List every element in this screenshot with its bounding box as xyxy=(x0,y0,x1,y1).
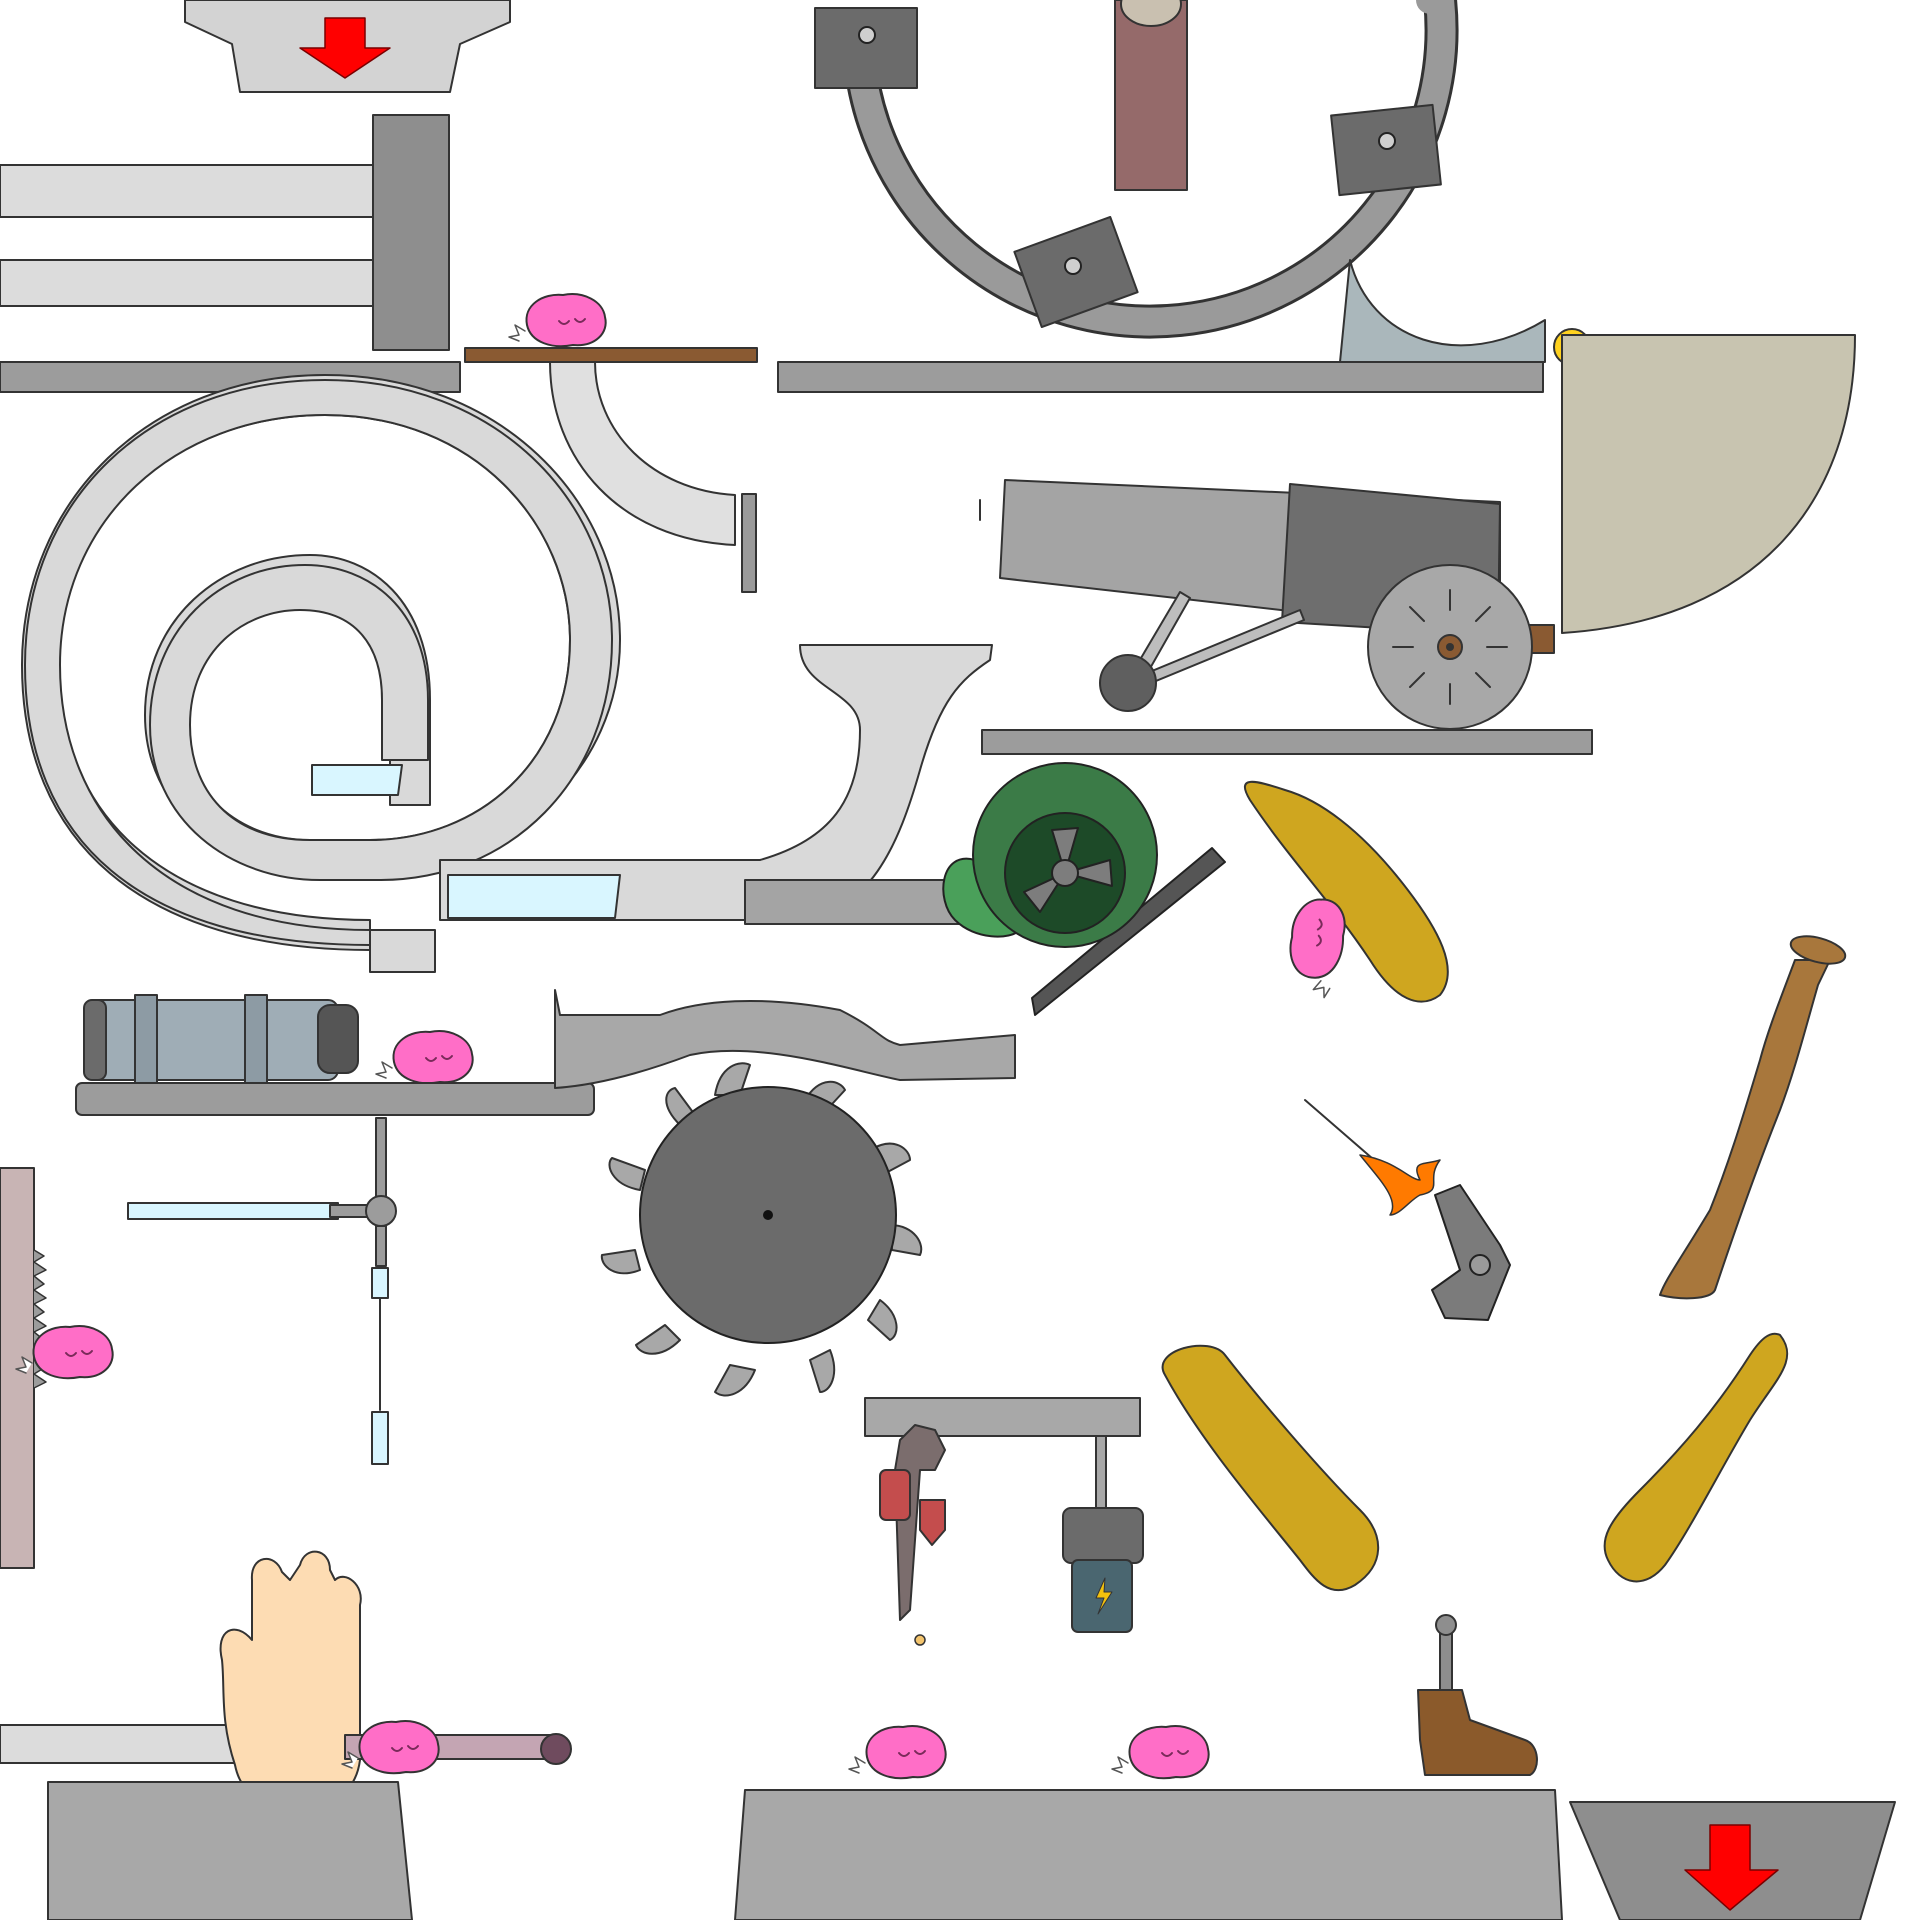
crank-handle[interactable] xyxy=(1114,0,1188,191)
spiral-pipe[interactable] xyxy=(21,374,621,973)
critter[interactable] xyxy=(1280,893,1351,1001)
clamp-block xyxy=(814,7,918,89)
shelf-top-middle xyxy=(777,361,1544,393)
s-pipe[interactable] xyxy=(439,644,993,925)
wood-plank[interactable] xyxy=(464,347,758,363)
curved-ramp[interactable] xyxy=(1339,259,1546,363)
exhaust-pipe[interactable] xyxy=(554,989,1016,1089)
shelf-top-left xyxy=(0,361,461,393)
blower-fan[interactable] xyxy=(942,762,1226,1016)
crank-knob[interactable] xyxy=(540,1733,572,1765)
rail-bottom-left xyxy=(0,1724,241,1764)
entry-chute xyxy=(184,0,511,93)
piston-rod-top xyxy=(0,164,376,218)
flipper-paddle[interactable] xyxy=(1161,1344,1380,1592)
glass-tube-segment xyxy=(311,764,403,796)
exit-bin[interactable] xyxy=(1569,1801,1896,1920)
bottom-left-pedestal xyxy=(47,1781,413,1920)
cannon-wheel xyxy=(1367,564,1533,730)
red-down-arrow-icon xyxy=(1684,1824,1779,1911)
quarter-fan-blade[interactable] xyxy=(1561,334,1856,634)
shelf-gadgets xyxy=(864,1397,1141,1437)
critter[interactable] xyxy=(375,1030,474,1085)
rotating-ring-with-clamps[interactable] xyxy=(814,0,1459,339)
cannon-counterweight xyxy=(1099,654,1157,712)
glass-rod-joint[interactable] xyxy=(127,1117,397,1465)
wrench-gadget[interactable] xyxy=(879,1424,946,1646)
red-down-arrow-icon xyxy=(299,17,391,79)
boot-kicker[interactable] xyxy=(1417,1614,1538,1776)
lightning-icon xyxy=(1095,1577,1113,1615)
stop-hand[interactable] xyxy=(219,1550,362,1811)
glass-tube-segment xyxy=(447,874,621,919)
shelf-cannon xyxy=(981,729,1593,755)
critter[interactable] xyxy=(508,293,607,348)
lighter-gun[interactable] xyxy=(1304,1099,1511,1321)
clamp-block xyxy=(1330,103,1442,197)
piston-head xyxy=(372,114,450,351)
battery-motor[interactable] xyxy=(1062,1435,1144,1633)
critter[interactable] xyxy=(848,1725,947,1780)
piston-press[interactable] xyxy=(0,114,450,351)
bent-pipe xyxy=(549,361,757,593)
spinning-saw-blade[interactable] xyxy=(600,1062,923,1397)
cannon[interactable] xyxy=(979,479,1555,730)
bottom-middle-pedestal xyxy=(734,1789,1563,1920)
critter[interactable] xyxy=(1111,1725,1210,1780)
flipper-paddle[interactable] xyxy=(1603,1332,1789,1583)
flipper-paddle[interactable] xyxy=(1244,780,1449,1003)
clamp-block xyxy=(1013,215,1139,329)
piston-rod-bottom xyxy=(0,259,376,307)
shelf-vacuum xyxy=(75,1082,595,1116)
baseball-bat[interactable] xyxy=(1659,931,1848,1300)
